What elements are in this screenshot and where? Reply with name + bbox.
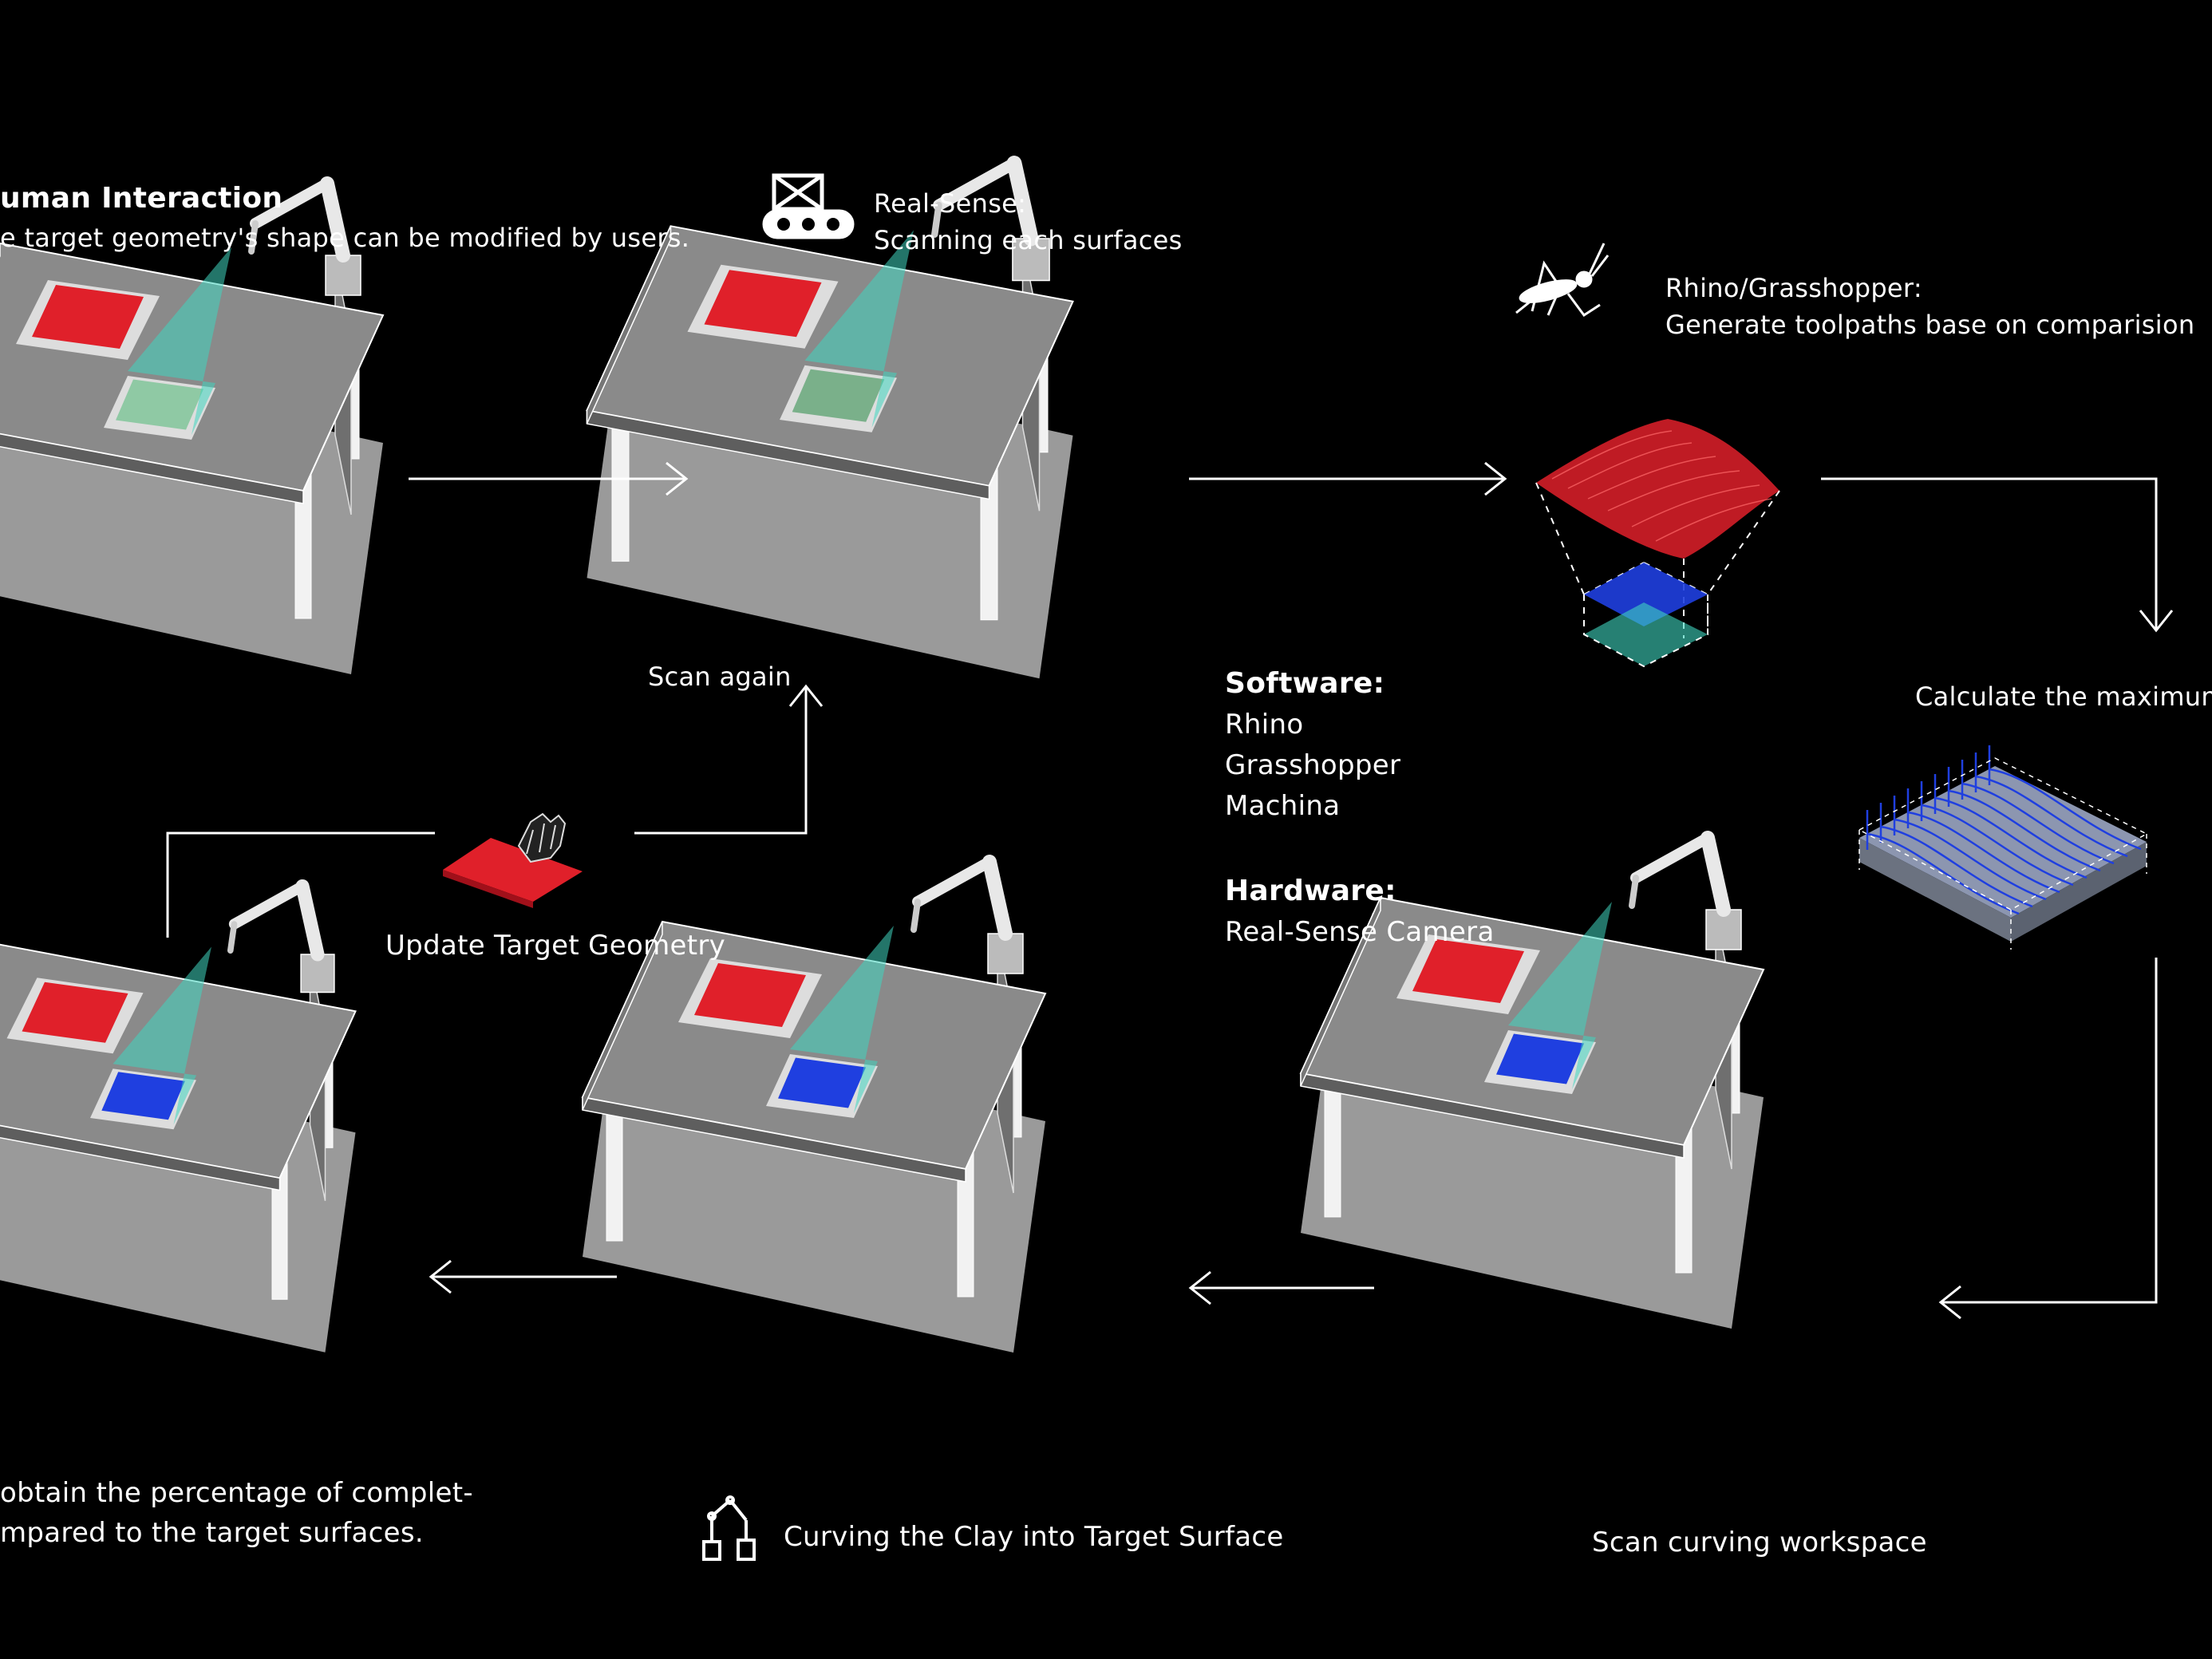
toolpath-line [1948,789,2101,872]
robot-arm-icon [702,1495,756,1561]
table-leg [606,1096,623,1242]
realsense-desc: Scanning each surfaces [874,225,1183,255]
software-item-machina: Machina [1225,790,1341,822]
robot-tool [1629,875,1639,909]
hardware-item: Real-Sense Camera [1225,916,1495,948]
station-scan-workspace [1299,831,1765,1329]
tabletop-edge [0,433,304,504]
calculate-label: Calculate the maximum m [1915,681,2212,712]
software-item-grasshopper: Grasshopper [1225,749,1401,781]
scan-cone [1508,902,1612,1089]
hand-icon [517,812,567,863]
work-clay [1496,1033,1584,1084]
robot-forearm [228,880,308,930]
work-clay [101,1072,185,1120]
station-scanning [586,156,1074,679]
work-clay [792,369,885,422]
loop-left [166,831,435,938]
process-arrows [166,461,2174,1320]
work-clay [116,379,203,430]
robot-upper-arm [982,855,1013,941]
realsense-title: Real-Sense: [874,188,1027,219]
target-geometry [1412,939,1524,1003]
table-leg [1324,1072,1341,1218]
target-geometry [704,270,822,338]
target-geometry [694,963,806,1027]
toolpath-block [1858,745,2148,950]
target-geometry [32,285,144,349]
table-leg [611,409,630,562]
percentage-line-1: obtain the percentage of complet- [0,1477,473,1509]
robot-forearm [1630,832,1713,883]
curving-label: Curving the Clay into Target Surface [784,1521,1284,1553]
software-title: Software: [1225,667,1385,700]
robot-forearm [933,157,1021,211]
robot-tool [910,899,921,933]
loop-right [634,686,808,835]
toolpath-line [1866,832,2020,915]
scan-cone [128,247,231,435]
rhino-title: Rhino/Grasshopper: [1665,273,1922,303]
update-geometry-graphic [443,812,583,908]
human-interaction-title: uman Interaction [0,182,283,215]
percentage-line-2: mpared to the target surfaces. [0,1517,424,1549]
toolpath-line [1934,796,2088,879]
comparison-surfaces [1535,419,1780,668]
arrow-4 [1941,958,2158,1304]
toolpath-line [1894,818,2047,901]
scan-again-label: Scan again [648,662,792,692]
target-geometry [22,982,128,1043]
toolpath-line [1921,804,2074,887]
robot-tool [931,201,942,238]
station-human-interaction [0,176,385,674]
rhino-desc: Generate toolpaths base on comparision [1665,310,2195,340]
arrow-3-head [2139,610,2174,633]
station-curving-clay [581,855,1047,1353]
robot-upper-arm [295,879,325,962]
arrow-6-head [429,1259,452,1294]
robot-tool [248,220,259,255]
toolpath-line [1880,825,2033,908]
robot-upper-arm [1006,156,1039,247]
robot-upper-arm [320,176,350,263]
robot-forearm [912,856,995,907]
scan-cone [790,926,894,1113]
scan-workspace-label: Scan curving workspace [1592,1527,1927,1558]
toolpath-line [1989,768,2142,851]
station-obtain-percentage [0,879,357,1353]
grasshopper-icon [1515,243,1610,318]
scan-cone [113,946,211,1125]
loop-head [788,684,824,707]
toolpath-line [1907,811,2060,894]
scan-cone [804,230,914,428]
robot-tool [227,921,238,954]
arrow-2-head [1484,461,1507,496]
update-target-label: Update Target Geometry [385,930,726,962]
realsense-camera-icon [762,173,855,239]
tabletop-side [582,921,663,1111]
human-interaction-desc: e target geometry's shape can be modifie… [0,223,690,253]
hardware-title: Hardware: [1225,875,1396,907]
robot-upper-arm [1700,831,1731,917]
robot-forearm [250,178,333,229]
tabletop-side [586,225,672,425]
software-item-rhino: Rhino [1225,709,1304,741]
tabletop-edge [0,1124,281,1191]
arrow-5-head [1188,1270,1211,1305]
toolpath-line [1975,775,2128,858]
arrow-3 [1821,477,2158,630]
robot-base [325,255,361,296]
arrow-4-head [1938,1285,1961,1320]
tabletop-side [1300,897,1381,1087]
work-clay [778,1057,866,1108]
toolpath-line [1961,782,2115,865]
arrow-1-head [666,461,689,496]
